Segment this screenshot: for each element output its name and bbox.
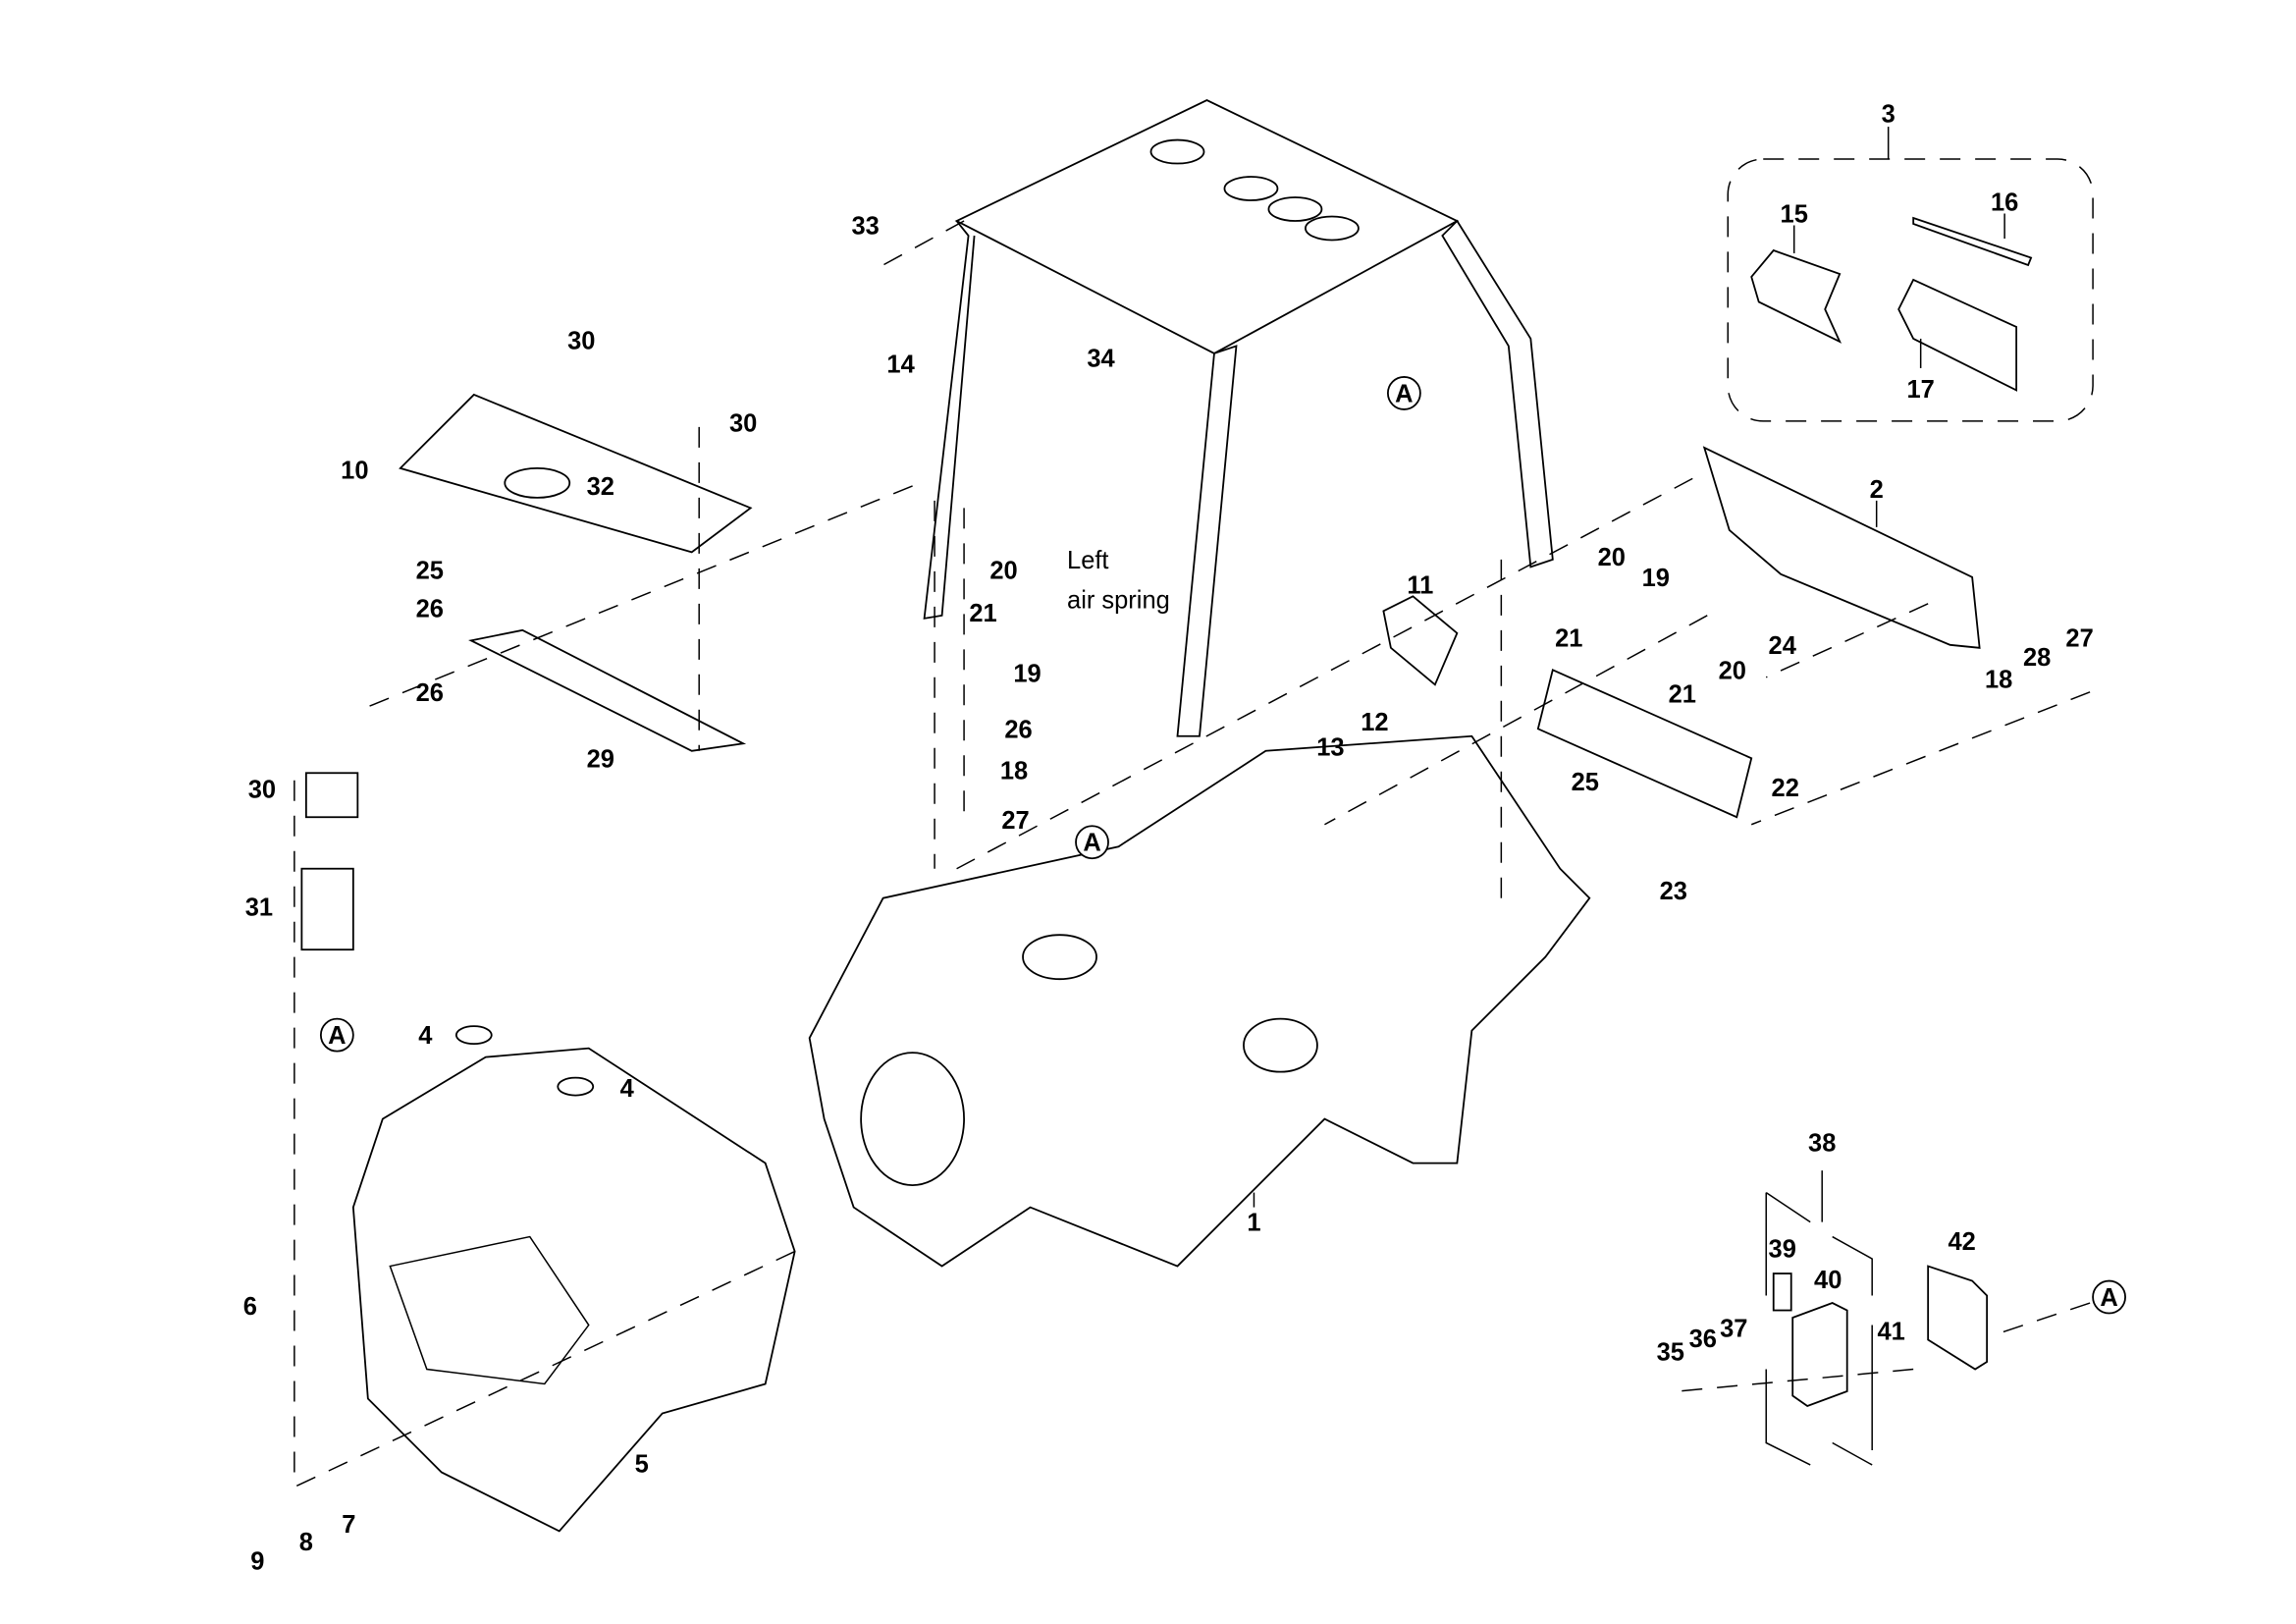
callout: 28 bbox=[2023, 644, 2051, 672]
callout: 13 bbox=[1316, 733, 1344, 761]
callout: 16 bbox=[1991, 189, 2018, 217]
callout: 18 bbox=[1000, 757, 1028, 785]
part-29-bracket bbox=[468, 628, 747, 752]
ref-circle-a bbox=[2092, 1279, 2126, 1315]
ref-a: A bbox=[1395, 380, 1413, 407]
callout: 20 bbox=[1598, 544, 1626, 571]
part-22-plate bbox=[1536, 669, 1753, 819]
callout: 42 bbox=[1948, 1228, 1975, 1256]
callouts: 3 15 16 17 2 33 30 30 10 32 14 34 25 26 … bbox=[243, 101, 2094, 1576]
callout: 21 bbox=[1669, 680, 1696, 708]
callout: 40 bbox=[1814, 1267, 1842, 1294]
callout: 10 bbox=[341, 457, 368, 484]
callout: 5 bbox=[635, 1450, 649, 1478]
note-air-spring: air spring bbox=[1067, 586, 1170, 614]
part-16 bbox=[1912, 216, 2033, 267]
callout: 31 bbox=[245, 894, 273, 922]
callout: 21 bbox=[1555, 624, 1582, 652]
callout: 38 bbox=[1808, 1130, 1836, 1158]
callout: 7 bbox=[342, 1511, 355, 1539]
callout: 2 bbox=[1870, 476, 1884, 504]
callout: 11 bbox=[1407, 571, 1433, 599]
part-10-cover bbox=[399, 393, 753, 554]
part-2-panel bbox=[1702, 446, 1981, 649]
part-11-bracket bbox=[1382, 595, 1459, 686]
callout: 12 bbox=[1361, 709, 1388, 736]
callout: 22 bbox=[1772, 775, 1799, 802]
part-42-plate bbox=[1927, 1265, 1989, 1371]
callout: 19 bbox=[1013, 660, 1041, 687]
callout: 1 bbox=[1247, 1210, 1260, 1237]
callout: 23 bbox=[1660, 878, 1687, 905]
callout: 30 bbox=[729, 409, 757, 437]
callout: 27 bbox=[2065, 624, 2093, 652]
callout: 26 bbox=[416, 595, 444, 623]
ref-a: A bbox=[2100, 1284, 2117, 1312]
ref-a: A bbox=[328, 1022, 346, 1050]
callout: 26 bbox=[416, 679, 444, 707]
ref-circle-a bbox=[1075, 825, 1109, 860]
note-left: Left bbox=[1067, 547, 1108, 574]
callout: 30 bbox=[248, 777, 276, 804]
callout: 32 bbox=[587, 473, 614, 501]
overhead-guard-post-front bbox=[1176, 345, 1238, 737]
part-15 bbox=[1750, 248, 1842, 344]
callout: 25 bbox=[1572, 769, 1599, 796]
part-5-counterweight bbox=[351, 1047, 796, 1533]
ref-circle-a bbox=[1386, 376, 1421, 410]
callout: 8 bbox=[299, 1529, 313, 1556]
callout: 30 bbox=[567, 327, 595, 354]
callout: 9 bbox=[250, 1547, 264, 1575]
callout: 35 bbox=[1657, 1339, 1684, 1367]
callout: 4 bbox=[620, 1075, 635, 1103]
ref-a: A bbox=[1083, 830, 1100, 857]
callout: 34 bbox=[1087, 345, 1115, 372]
callout: 27 bbox=[1001, 807, 1029, 835]
part-1-frame bbox=[808, 734, 1591, 1268]
callout: 41 bbox=[1878, 1319, 1905, 1346]
ref-circle-a bbox=[319, 1017, 354, 1053]
overhead-guard-top bbox=[954, 99, 1460, 354]
part-30-block bbox=[304, 772, 359, 819]
callout: 24 bbox=[1769, 632, 1797, 660]
overhead-guard-arc bbox=[1441, 219, 1554, 568]
callout: 29 bbox=[587, 745, 614, 773]
callout: 3 bbox=[1882, 101, 1896, 129]
callout: 25 bbox=[416, 557, 444, 584]
part-32-label bbox=[504, 467, 571, 499]
callout: 39 bbox=[1769, 1236, 1796, 1264]
callout: 21 bbox=[969, 600, 996, 627]
part-40-box bbox=[1791, 1302, 1848, 1407]
overhead-guard-post-rear bbox=[923, 220, 976, 620]
callout: 6 bbox=[243, 1293, 257, 1321]
callout: 26 bbox=[1004, 716, 1032, 743]
callout: 14 bbox=[886, 351, 915, 378]
callout: 37 bbox=[1720, 1316, 1747, 1343]
callout: 33 bbox=[851, 213, 879, 241]
callout: 18 bbox=[1985, 666, 2012, 693]
callout: 15 bbox=[1781, 201, 1808, 229]
callout: 20 bbox=[989, 557, 1017, 584]
callout: 20 bbox=[1719, 657, 1746, 684]
callout: 19 bbox=[1642, 565, 1670, 592]
callout: 17 bbox=[1906, 376, 1934, 404]
callout: 36 bbox=[1689, 1326, 1717, 1353]
callout: 4 bbox=[418, 1022, 433, 1050]
part-17 bbox=[1897, 278, 2018, 392]
part-31-plate bbox=[300, 867, 354, 951]
assembly-3-box bbox=[1727, 158, 2094, 422]
